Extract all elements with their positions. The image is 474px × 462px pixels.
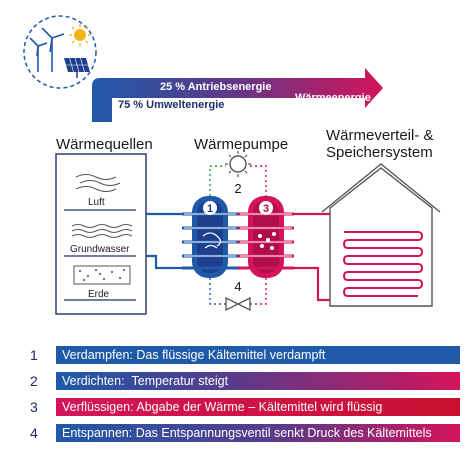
marker-4-label: 4 (234, 279, 241, 294)
distribution-pipes (290, 212, 330, 302)
step-number: 3 (30, 399, 38, 415)
step-description: Temperatur steigt (131, 374, 229, 388)
step-text: Verflüssigen: Abgabe der Wärme – Kältemi… (62, 398, 382, 416)
step-description: Das flüssige Kältemittel verdampft (136, 348, 326, 362)
heat-sources-box (55, 153, 147, 315)
marker-2-label: 2 (234, 181, 241, 196)
step-row-3: 3 Verflüssigen: Abgabe der Wärme – Kälte… (30, 398, 460, 416)
energy-flow-arrow (92, 68, 383, 122)
step-row-1: 1 Verdampfen: Das flüssige Kältemittel v… (30, 346, 460, 364)
vapor-swirl-icon (202, 232, 222, 249)
ambient-energy-label: 75 % Umweltenergie (118, 99, 224, 111)
step-text: Verdichten: Temperatur steigt (62, 372, 228, 390)
marker-3 (259, 201, 273, 215)
expansion-valve-icon (225, 296, 251, 312)
step-name: Entspannen: (62, 426, 133, 440)
heat-pump-heading: Wärmepumpe (194, 136, 289, 153)
distribution-heading-line1: Wärmeverteil- & (326, 127, 434, 144)
heat-energy-label: Wärmeenergie (295, 92, 371, 104)
step-bar: Verdichten: Temperatur steigt (56, 372, 460, 390)
step-name: Verflüssigen: (62, 400, 134, 414)
step-bar: Verflüssigen: Abgabe der Wärme – Kältemi… (56, 398, 460, 416)
step-text: Verdampfen: Das flüssige Kältemittel ver… (62, 346, 325, 364)
source-label-earth: Erde (88, 289, 110, 300)
evaporator-tank (182, 196, 238, 278)
droplets-icon (258, 232, 276, 250)
floor-heating-coil (342, 231, 424, 297)
house-icon (321, 163, 441, 307)
compressor-icon (225, 151, 251, 177)
distribution-heading-line2: Speichersystem (326, 144, 433, 161)
step-row-4: 4 Entspannen: Das Entspannungsventil sen… (30, 424, 460, 442)
step-number: 1 (30, 347, 38, 363)
step-description: Das Entspannungsventil senkt Druck des K… (135, 426, 432, 440)
energy-source-icon (23, 15, 97, 89)
heat-sources-heading: Wärmequellen (56, 136, 153, 153)
marker-3-label: 3 (263, 203, 269, 215)
sun-icon (69, 24, 91, 46)
air-icon (75, 173, 121, 193)
groundwater-icon (71, 224, 133, 238)
step-name: Verdampfen: (62, 348, 133, 362)
solar-panel-icon (64, 57, 90, 78)
step-number: 4 (30, 425, 38, 441)
step-name: Verdichten: (62, 374, 125, 388)
source-label-air: Luft (88, 197, 105, 208)
refrigerant-cycle (209, 165, 267, 305)
drive-energy-label: 25 % Antriebsenergie (160, 81, 271, 93)
step-bar: Verdampfen: Das flüssige Kältemittel ver… (56, 346, 460, 364)
wind-turbine-icon (29, 27, 65, 72)
step-text: Entspannen: Das Entspannungsventil senkt… (62, 424, 432, 442)
earth-icon (73, 265, 131, 285)
step-bar: Entspannen: Das Entspannungsventil senkt… (56, 424, 460, 442)
source-pipes (146, 212, 188, 270)
marker-1-label: 1 (207, 203, 213, 215)
step-row-2: 2 Verdichten: Temperatur steigt (30, 372, 460, 390)
step-description: Abgabe der Wärme – Kältemittel wird flüs… (136, 400, 383, 414)
source-label-groundwater: Grundwasser (70, 244, 130, 255)
marker-1 (203, 201, 217, 215)
step-number: 2 (30, 373, 38, 389)
